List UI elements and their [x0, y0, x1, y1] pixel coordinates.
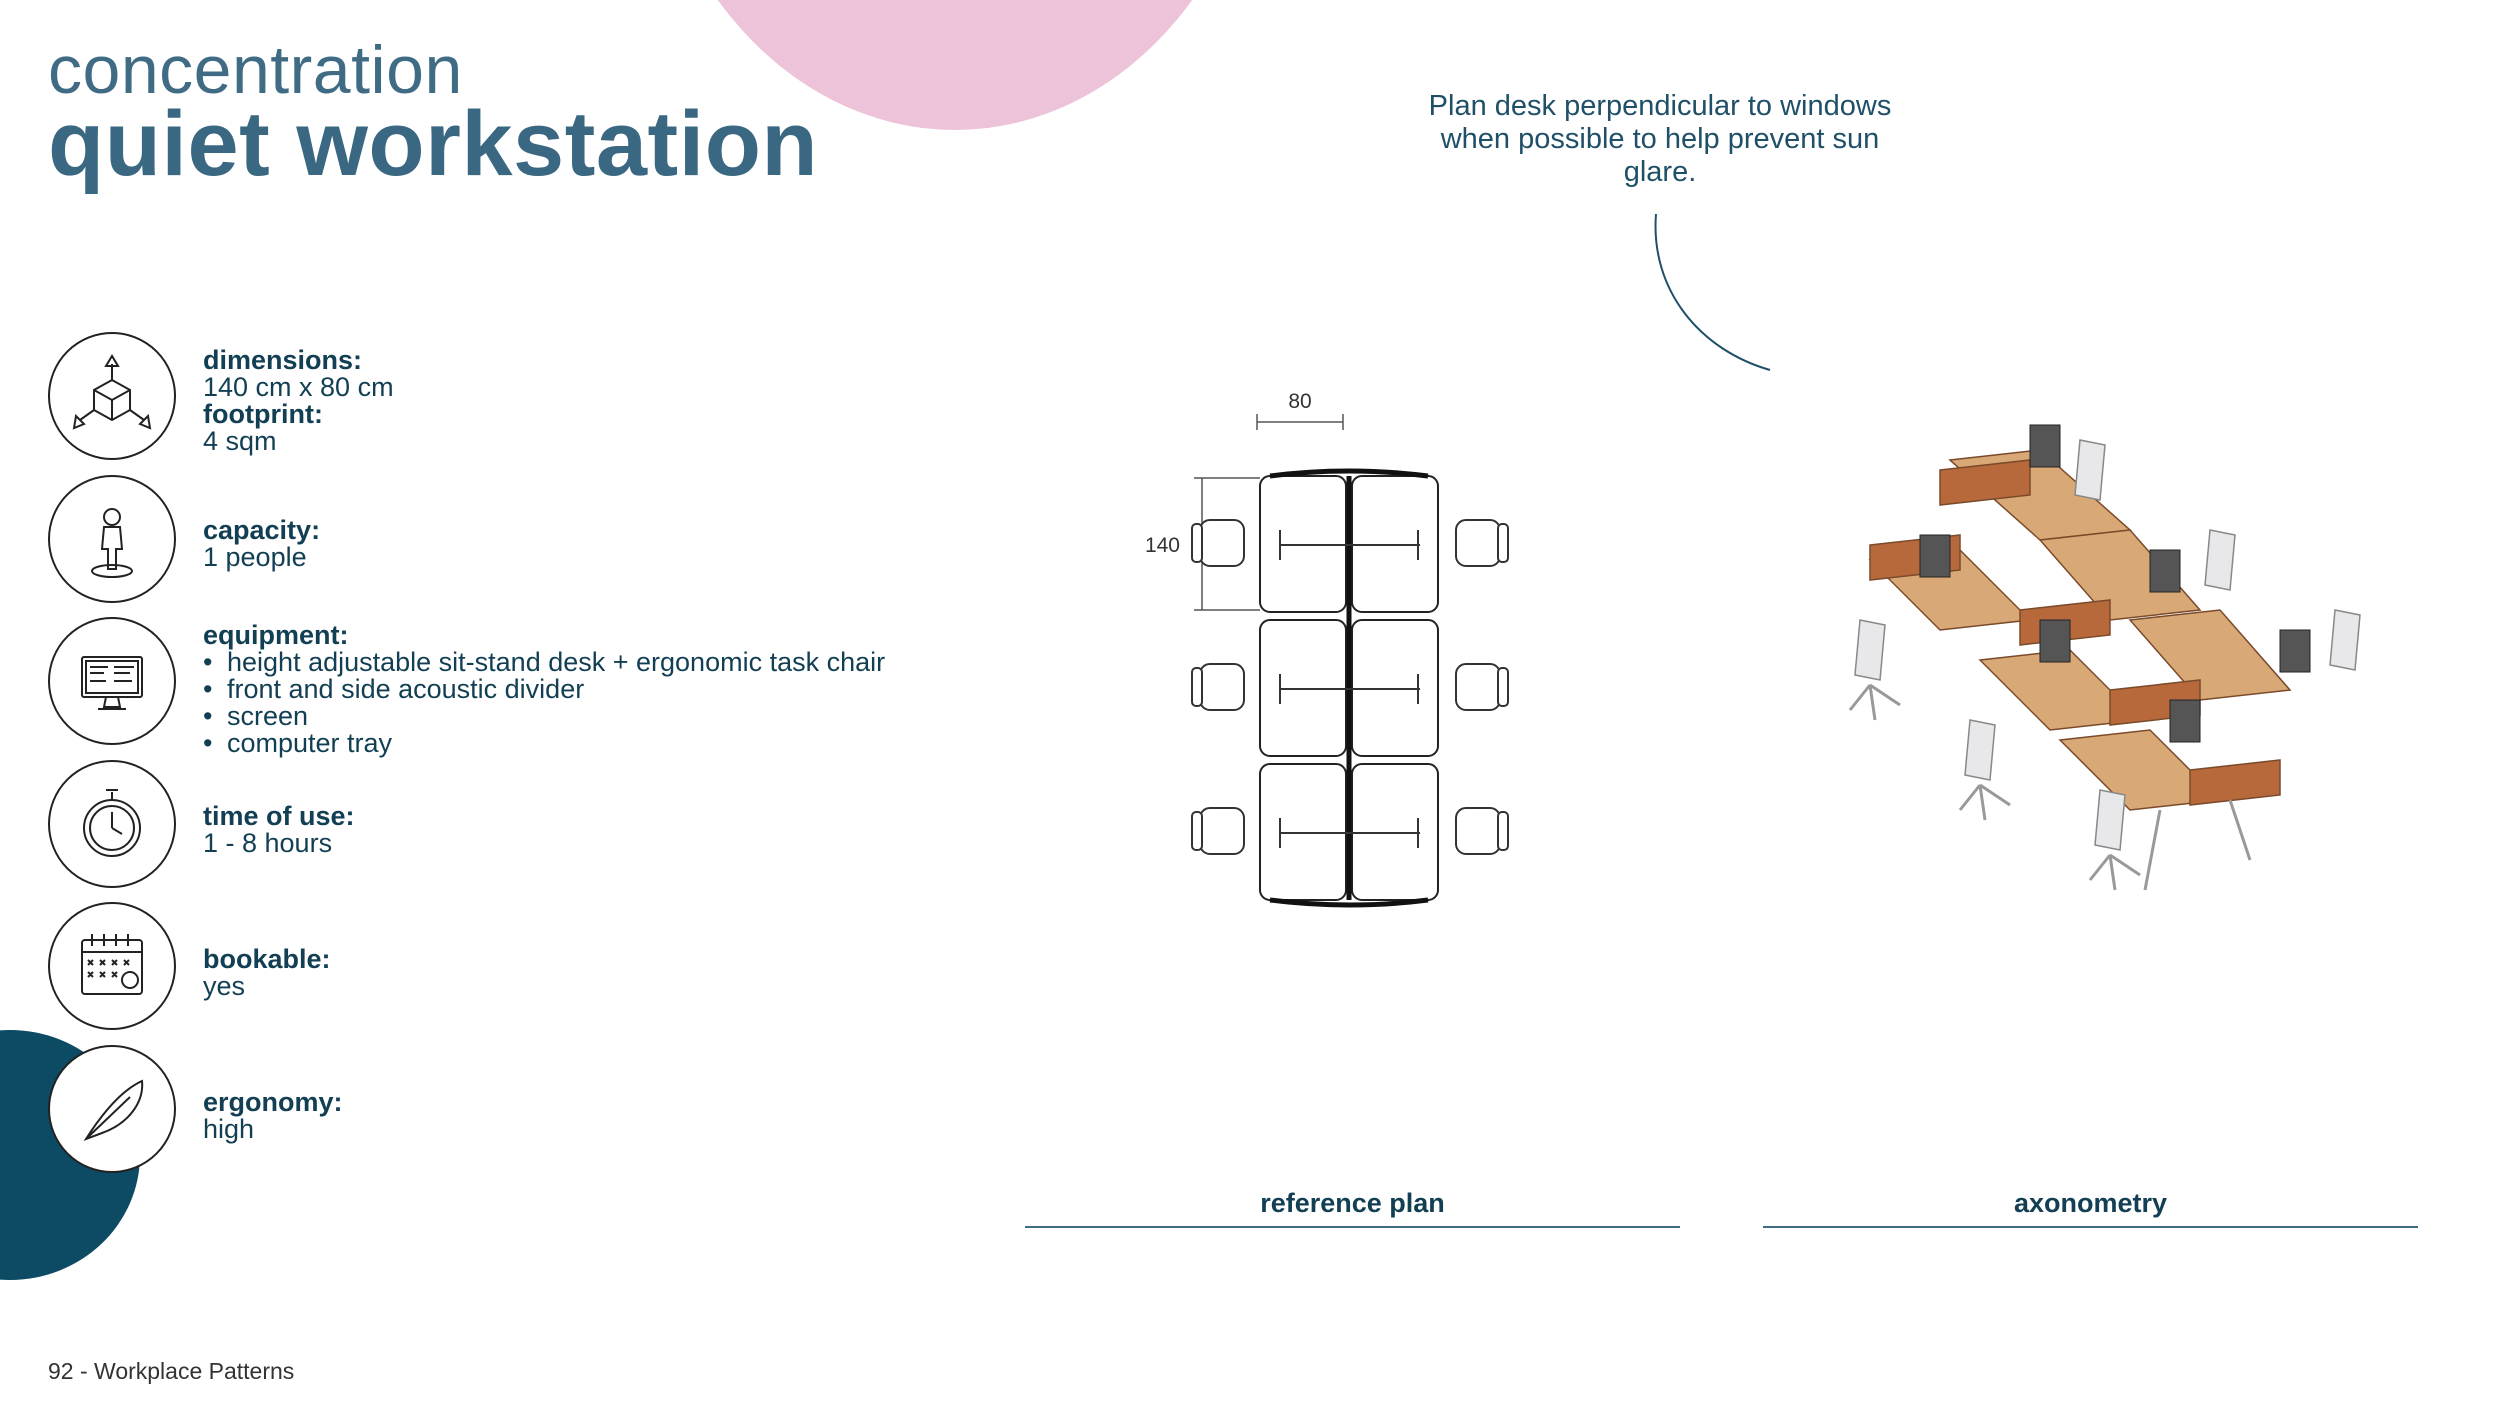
spec-value: yes — [203, 971, 246, 1001]
axonometry-illustration — [1848, 424, 2361, 891]
bookable-icon-circle — [48, 902, 176, 1030]
feather-icon — [83, 1079, 144, 1141]
spec-label: capacity: — [203, 515, 321, 545]
reference-plan-caption: reference plan — [1260, 1188, 1445, 1218]
list-item: screen — [203, 703, 885, 730]
design-note: Plan desk perpendicular to windows when … — [1428, 90, 1892, 188]
equipment-list: height adjustable sit-stand desk + ergon… — [203, 649, 885, 757]
list-item: height adjustable sit-stand desk + ergon… — [203, 649, 885, 676]
list-item: computer tray — [203, 730, 885, 757]
equipment-icon-circle — [48, 617, 176, 745]
page-subtitle: concentration — [48, 32, 463, 108]
spec-value: 4 sqm — [203, 426, 277, 456]
capacity-icon-circle — [48, 475, 176, 603]
spec-label: ergonomy: — [203, 1087, 343, 1117]
time-icon-circle — [48, 760, 176, 888]
note-callout-curve — [1654, 213, 1771, 371]
spec-capacity: capacity: 1 people — [203, 517, 320, 571]
dimensions-cube-icon — [72, 354, 152, 430]
computer-screen-icon — [81, 656, 143, 710]
spec-label: dimensions: — [203, 345, 363, 375]
spec-value: 140 cm x 80 cm — [203, 372, 394, 402]
spec-equipment: equipment: height adjustable sit-stand d… — [203, 622, 885, 757]
spec-label: equipment: — [203, 620, 349, 650]
spec-label: time of use: — [203, 801, 355, 831]
spec-ergonomy: ergonomy: high — [203, 1089, 343, 1143]
spec-value: high — [203, 1114, 255, 1144]
spec-label: footprint: — [203, 399, 323, 429]
spec-time-of-use: time of use: 1 - 8 hours — [203, 803, 355, 857]
pink-arc-decoration — [650, 0, 1260, 145]
axonometry-rule — [1763, 1226, 2418, 1228]
spec-value: 1 people — [203, 542, 307, 572]
page-footer: 92 - Workplace Patterns — [48, 1358, 295, 1384]
list-item: front and side acoustic divider — [203, 676, 885, 703]
spec-bookable: bookable: yes — [203, 946, 331, 1000]
axonometry-caption: axonometry — [2013, 1188, 2168, 1218]
spec-dimensions: dimensions: 140 cm x 80 cm footprint: 4 … — [203, 347, 394, 455]
reference-plan-rule — [1025, 1226, 1680, 1228]
spec-value: 1 - 8 hours — [203, 828, 333, 858]
plan-width-dimension: 80 — [1288, 390, 1311, 413]
dimensions-icon-circle — [48, 332, 176, 460]
spec-label: bookable: — [203, 944, 331, 974]
person-icon — [91, 508, 133, 578]
reference-plan-drawing: 80 140 — [1145, 390, 1509, 908]
page-title: quiet workstation — [48, 93, 819, 195]
stopwatch-icon — [83, 789, 141, 857]
ergonomy-icon-circle — [48, 1045, 176, 1173]
calendar-icon — [81, 934, 143, 995]
plan-depth-dimension: 140 — [1145, 534, 1180, 557]
